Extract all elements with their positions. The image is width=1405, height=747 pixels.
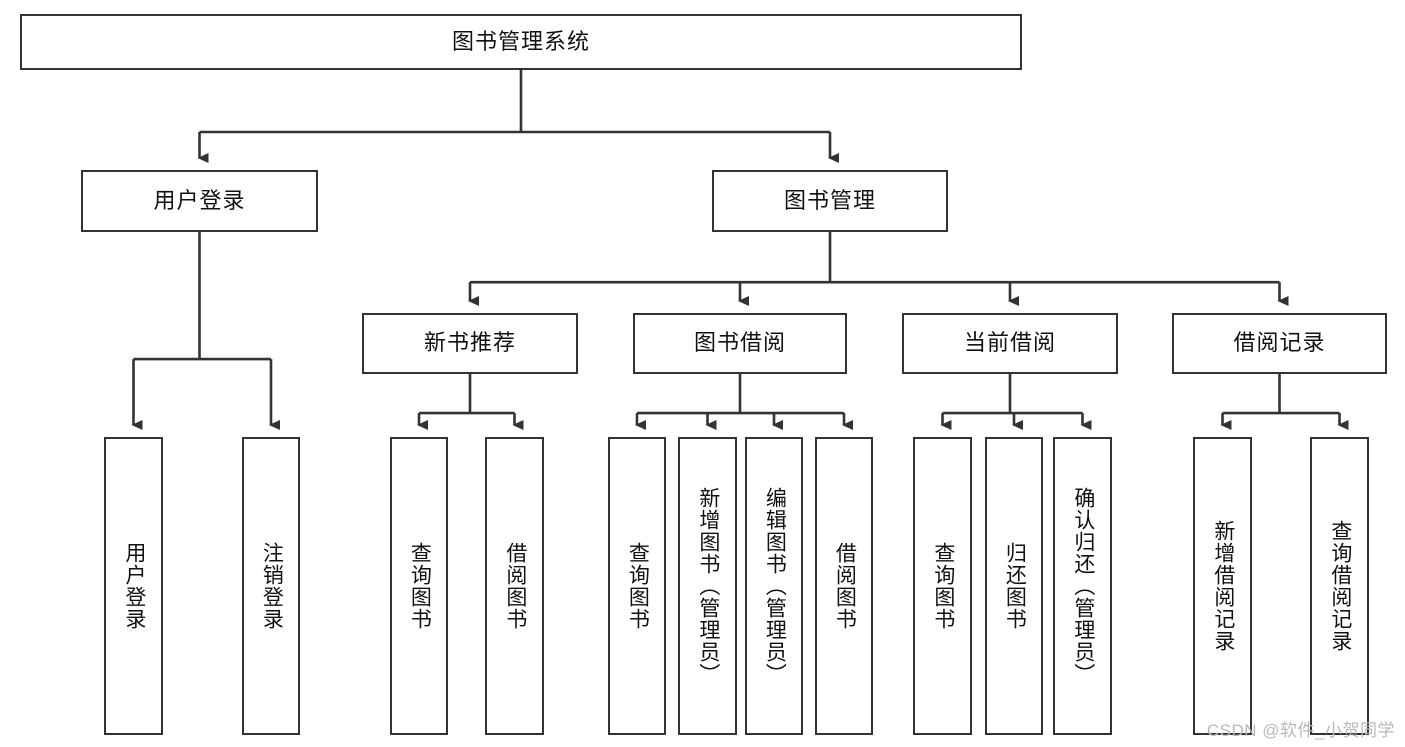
node-records[interactable]: 借阅记录: [1172, 313, 1387, 374]
node-bookmgmt[interactable]: 图书管理: [712, 170, 948, 232]
node-label: 图书管理系统: [451, 28, 590, 54]
node-leaf-return-book[interactable]: 归还图书: [985, 437, 1043, 735]
node-leaf-add-book[interactable]: 新增图书（管理员）: [678, 437, 737, 735]
node-leaf-user-login[interactable]: 用户登录: [104, 437, 163, 735]
node-leaf-logout[interactable]: 注销登录: [242, 437, 300, 735]
node-label: 查询图书: [408, 542, 432, 630]
node-label: 查询图书: [931, 542, 955, 630]
node-label: 新书推荐: [423, 330, 516, 356]
node-current[interactable]: 当前借阅: [902, 313, 1118, 374]
node-leaf-query-record[interactable]: 查询借阅记录: [1310, 437, 1369, 735]
node-label: 借阅图书: [833, 542, 857, 630]
node-label: 查询图书: [626, 542, 650, 630]
node-label: 图书借阅: [693, 330, 786, 356]
node-label: 编辑图书（管理员）: [763, 487, 787, 685]
node-login[interactable]: 用户登录: [81, 170, 318, 232]
node-label: 新增图书（管理员）: [696, 487, 720, 685]
node-leaf-borrow-book[interactable]: 借阅图书: [815, 437, 873, 735]
node-label: 借阅图书: [503, 542, 527, 630]
watermark: CSDN @软件_小贺同学: [1206, 721, 1395, 740]
node-label: 用户登录: [153, 187, 246, 213]
node-label: 当前借阅: [963, 330, 1056, 356]
node-label: 注销登录: [260, 542, 284, 630]
node-leaf-query-book-cur[interactable]: 查询图书: [913, 437, 972, 735]
node-leaf-add-record[interactable]: 新增借阅记录: [1193, 437, 1252, 735]
node-newbook[interactable]: 新书推荐: [362, 313, 578, 374]
node-leaf-confirm-return[interactable]: 确认归还（管理员）: [1053, 437, 1112, 735]
node-label: 归还图书: [1003, 542, 1027, 630]
node-root[interactable]: 图书管理系统: [20, 14, 1022, 70]
node-label: 用户登录: [122, 542, 146, 630]
node-leaf-query-book-new[interactable]: 查询图书: [390, 437, 448, 735]
node-label: 借阅记录: [1233, 330, 1326, 356]
node-leaf-edit-book[interactable]: 编辑图书（管理员）: [745, 437, 803, 735]
node-label: 新增借阅记录: [1211, 520, 1235, 652]
node-leaf-borrow-book-new[interactable]: 借阅图书: [485, 437, 544, 735]
node-label: 查询借阅记录: [1328, 520, 1352, 652]
node-label: 图书管理: [783, 187, 876, 213]
node-leaf-query-book[interactable]: 查询图书: [608, 437, 666, 735]
node-borrow[interactable]: 图书借阅: [633, 313, 847, 374]
node-label: 确认归还（管理员）: [1071, 487, 1095, 685]
